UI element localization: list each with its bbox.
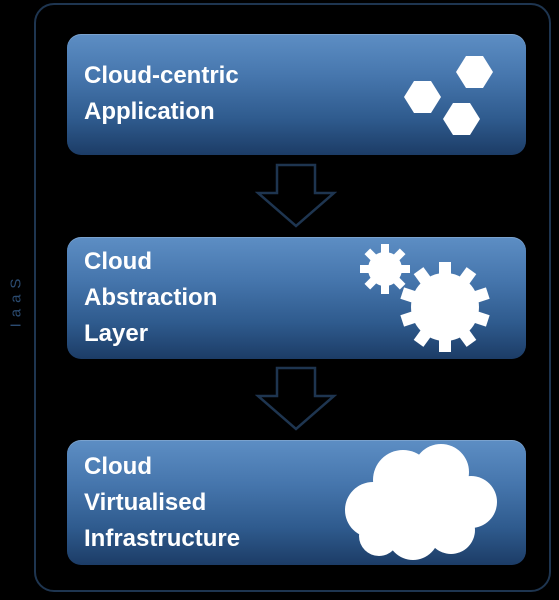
layer-label-infrastructure: Cloud Virtualised Infrastructure <box>84 449 240 557</box>
layer-box-abstraction: Cloud Abstraction Layer <box>67 237 526 359</box>
layer-box-application: Cloud-centric Application <box>67 34 526 155</box>
down-arrow-icon <box>255 163 337 228</box>
layer-label-line: Abstraction <box>84 284 218 311</box>
layer-label-abstraction: Cloud Abstraction Layer <box>84 244 217 352</box>
layer-label-line: Cloud-centric <box>84 62 239 89</box>
layer-label-line: Infrastructure <box>84 525 241 552</box>
iaas-frame <box>34 3 551 592</box>
layer-label-line: Application <box>84 98 215 125</box>
layer-label-application: Cloud-centric Application <box>84 58 239 130</box>
hexagons-icon <box>404 56 493 135</box>
down-arrow-icon <box>255 366 337 431</box>
cloud-icon <box>345 444 497 560</box>
layer-label-line: Cloud <box>84 453 152 480</box>
layer-label-line: Cloud <box>84 248 152 275</box>
layer-box-infrastructure: Cloud Virtualised Infrastructure <box>67 440 526 565</box>
side-label-iaas: IaaS <box>7 272 25 328</box>
gears-icon <box>360 244 490 352</box>
layer-label-line: Layer <box>84 320 149 347</box>
layer-label-line: Virtualised <box>84 489 207 516</box>
